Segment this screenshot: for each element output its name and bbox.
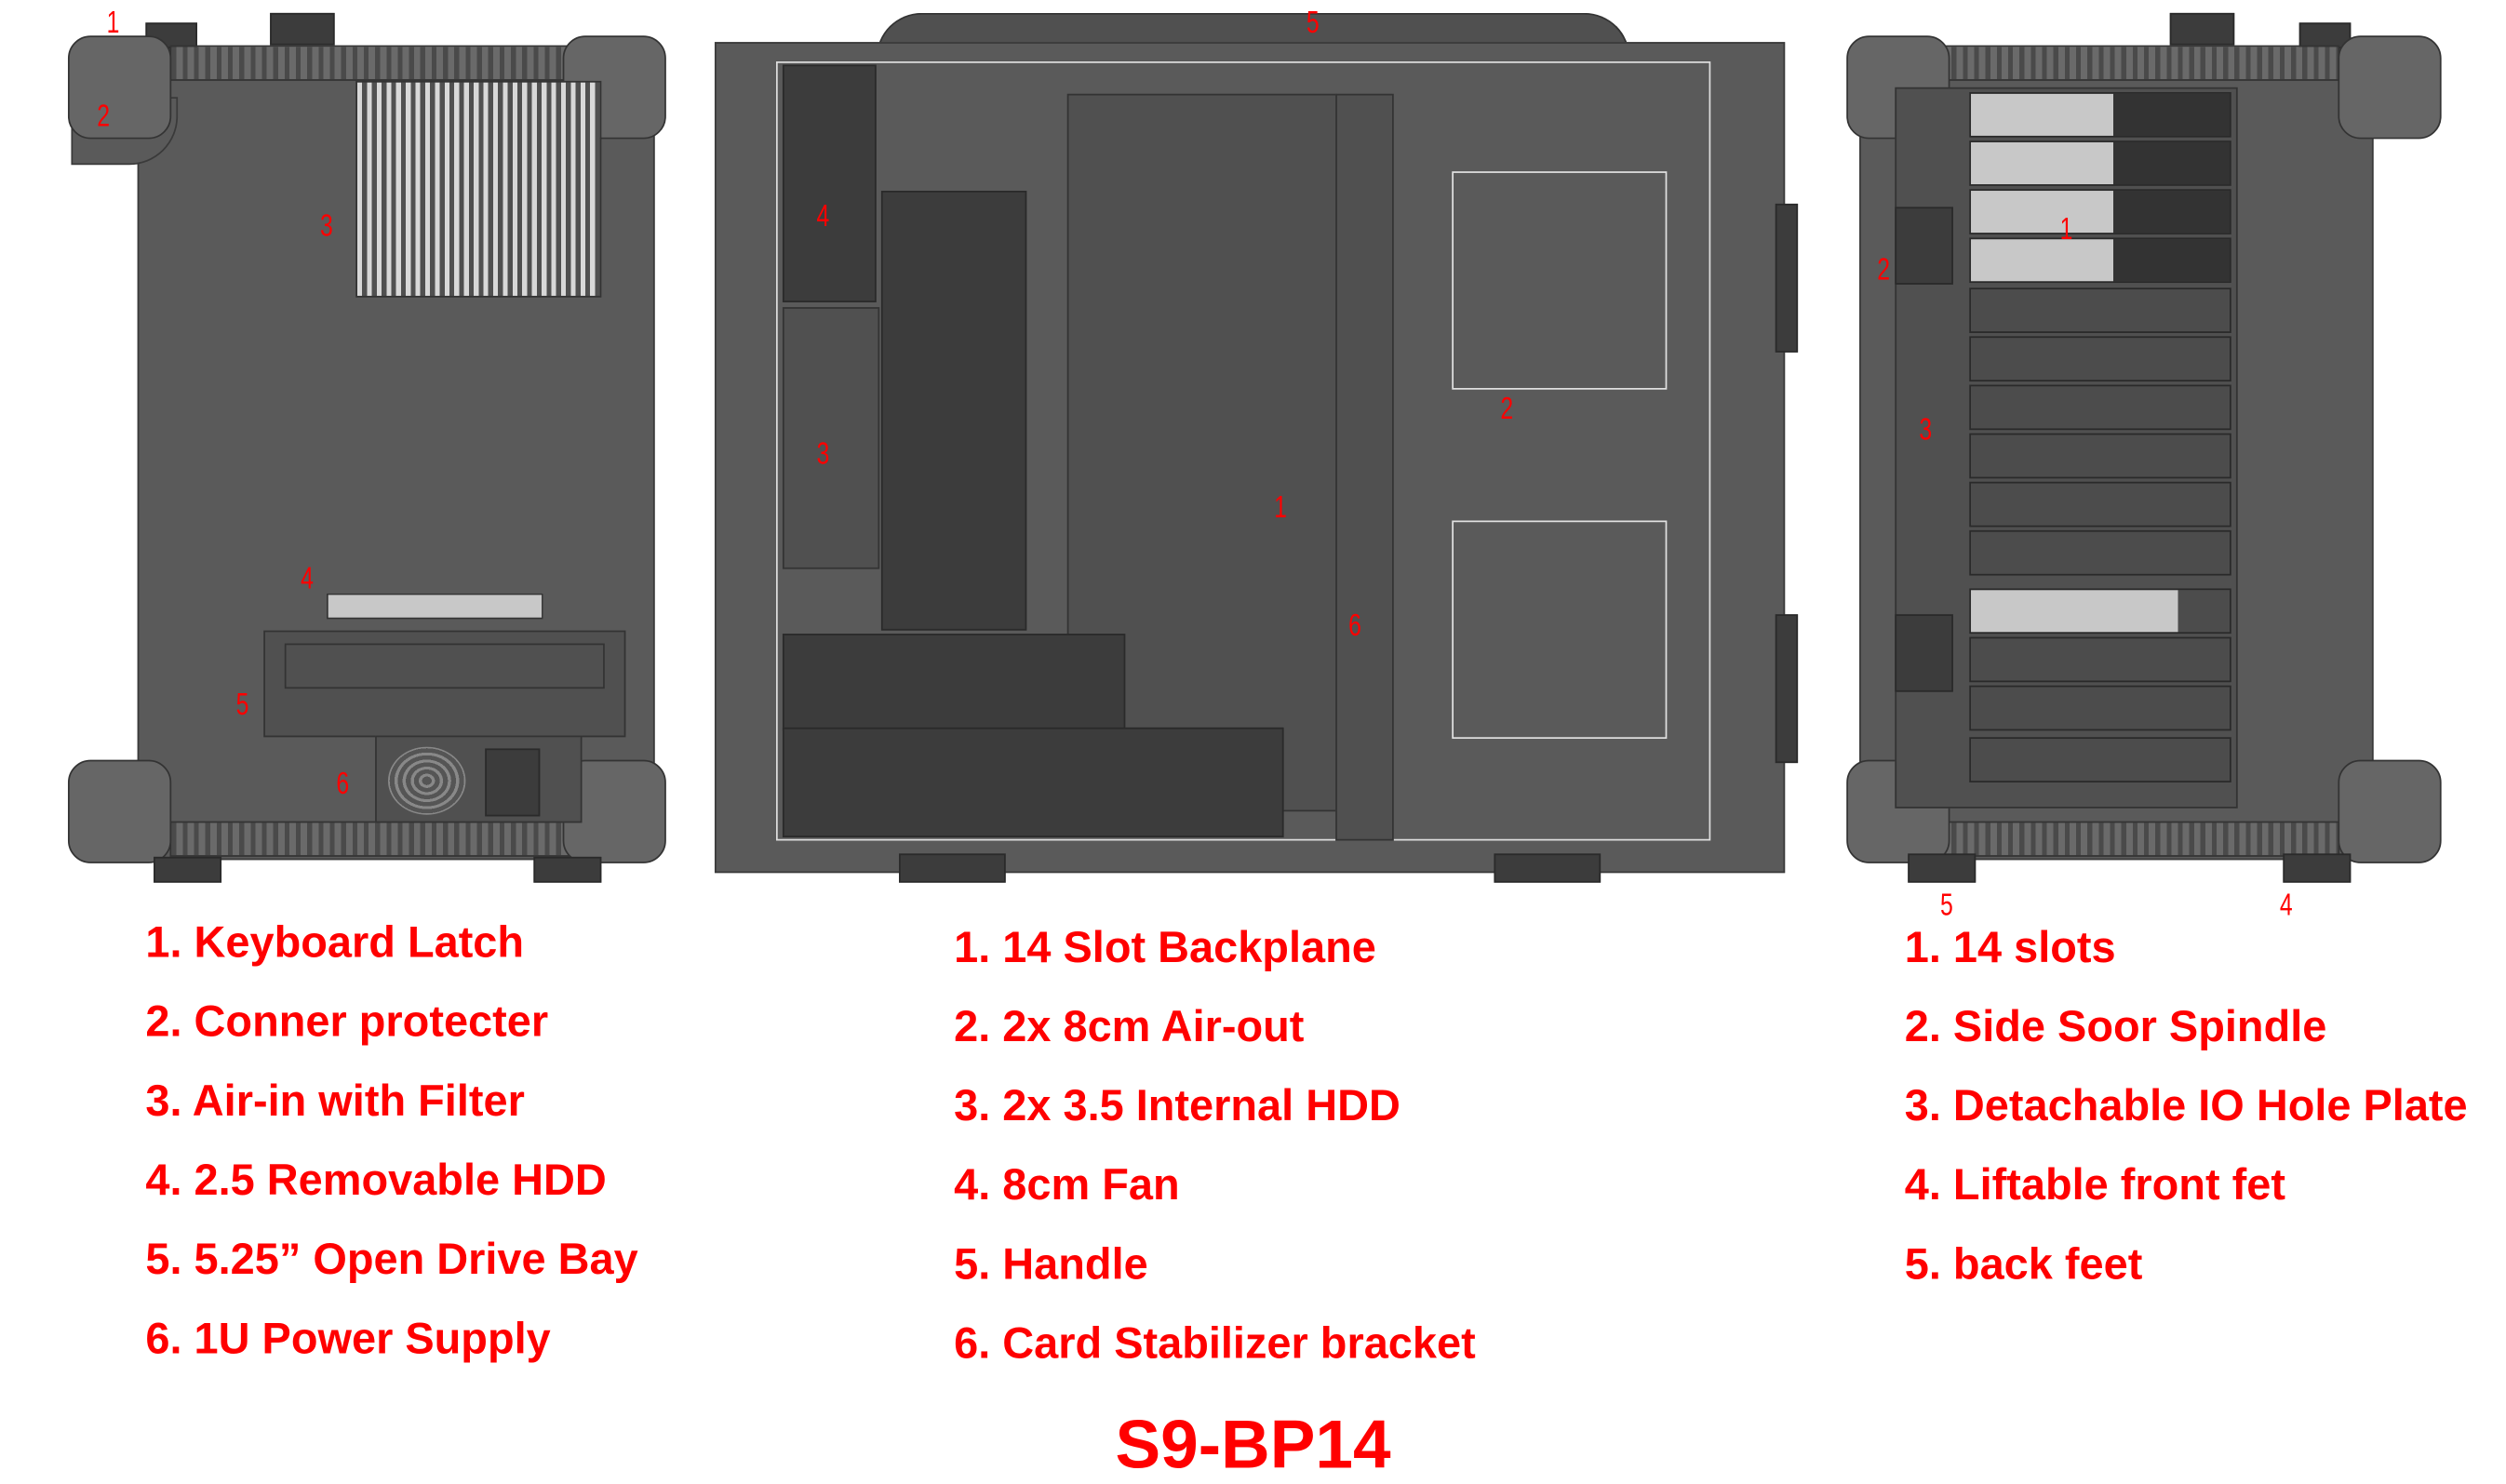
callout-4: 4 [816,200,830,234]
top-ribs [1915,45,2340,81]
bottom-ribs [1915,821,2340,857]
slot [1969,237,2231,284]
foot [154,856,222,883]
legend-item: 1. Keyboard Latch [145,917,525,968]
callout-4: 4 [2279,889,2293,924]
back-foot [1908,853,1977,883]
model-title: S9-BP14 [1115,1406,1391,1483]
lower-module [782,727,1284,838]
side-hinge [1775,614,1799,764]
foot [899,853,1006,883]
door-spindle [1895,614,1953,692]
slot [1969,92,2231,138]
power-inlet-icon [485,748,541,817]
middle-legend: 1. 14 Slot Backplane 2. 2x 8cm Air-out 3… [954,908,1476,1384]
drive-bay-slot [284,643,605,689]
internal-hdd [782,307,880,569]
top-latch [2169,12,2235,46]
slot [1969,588,2231,635]
legend-item: 2. Conner protecter [145,997,549,1047]
slot [1969,189,2231,234]
card-stabilizer-bracket [1335,93,1394,841]
right-legend: 1. 14 slots 2. Side Soor Spindle 3. Deta… [1905,908,2468,1304]
callout-1: 1 [2059,213,2073,247]
removable-hdd [326,593,543,620]
slot [1969,737,2231,782]
slot [1969,433,2231,479]
bottom-ribs [169,821,591,857]
slot [1969,481,2231,528]
legend-item: 6. Card Stabilizer bracket [954,1318,1476,1368]
legend-item: 5. 5.25” Open Drive Bay [145,1235,638,1284]
legend-item: 1. 14 slots [1904,923,2116,972]
legend-item: 3. Air-in with Filter [145,1076,525,1126]
legend-item: 6. 1U Power Supply [145,1314,551,1363]
slot [1969,636,2231,683]
corner-protector [2338,759,2442,863]
callout-2: 2 [97,100,111,135]
callout-3: 3 [320,209,333,245]
legend-item: 2. Side Soor Spindle [1904,1002,2327,1051]
legend-item: 2. 2x 8cm Air-out [954,1002,1305,1051]
legend-item: 3. 2x 3.5 Internal HDD [954,1081,1400,1130]
top-ribs [169,45,591,81]
callout-6: 6 [1348,609,1361,644]
legend-item: 4. 8cm Fan [954,1160,1180,1210]
callout-1: 1 [106,6,120,41]
callout-2: 2 [1500,393,1514,427]
callout-6: 6 [336,768,350,802]
corner-protector [67,35,172,140]
callout-4: 4 [301,562,314,597]
legend-item: 3. Detachable IO Hole Plate [1904,1081,2468,1130]
slot [1969,384,2231,431]
front-foot [2283,853,2352,883]
callout-1: 1 [1274,491,1287,526]
callout-5: 5 [1940,889,1953,924]
slot [1969,287,2231,333]
slot [1969,140,2231,186]
psu-module [782,634,1126,731]
callout-3: 3 [816,437,830,473]
fan-module [782,64,877,302]
callout-3: 3 [1919,413,1933,448]
corner-protector [2338,35,2442,140]
legend-item: 4. Liftable front fet [1904,1160,2285,1210]
air-out-fan-1 [1452,171,1668,390]
top-latch [270,12,335,46]
callout-2: 2 [1877,253,1891,288]
callout-5: 5 [1306,6,1320,41]
side-hinge [1775,203,1799,353]
legend-item: 5. Handle [954,1239,1148,1289]
air-out-fan-2 [1452,520,1668,740]
legend-item: 1. 14 Slot Backplane [954,923,1376,972]
door-spindle [1895,207,1953,285]
hdd-bracket [880,191,1027,631]
foot [533,856,602,883]
slot [1969,529,2231,576]
air-filter-vent [355,80,602,298]
foot [1494,853,1601,883]
psu-fan-icon [388,746,466,815]
slot [1969,685,2231,731]
legend-item: 4. 2.5 Removable HDD [145,1156,607,1205]
slot [1969,336,2231,382]
left-legend: 1. Keyboard Latch 2. Conner protecter 3.… [145,903,637,1379]
callout-5: 5 [235,689,249,723]
keyboard-latch [2298,22,2352,49]
legend-item: 5. back feet [1904,1239,2143,1289]
corner-protector [67,759,172,863]
